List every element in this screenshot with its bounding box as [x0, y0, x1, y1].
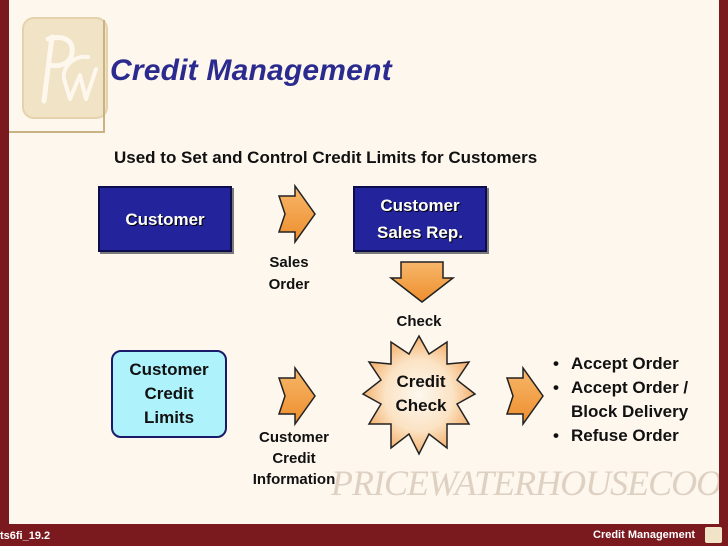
- title-divider: [9, 131, 105, 133]
- pwc-watermark: PRICEWATERHOUSECOOPERS: [331, 463, 719, 503]
- customer-box: Customer: [98, 186, 232, 252]
- bullet-icon: •: [553, 426, 559, 445]
- customer-credit-information-label: Customer Credit Information: [241, 427, 347, 490]
- customer-label: Customer: [125, 209, 205, 229]
- limits-label-line3: Limits: [143, 408, 195, 427]
- credit-check-label: Credit Check: [371, 370, 471, 418]
- slide-title: Credit Management: [110, 54, 392, 87]
- outcomes-list: • Accept Order • Accept Order / Block Deli…: [553, 352, 688, 448]
- customer-credit-limits-box: Customer Credit Limits: [111, 350, 227, 438]
- logo-divider: [103, 20, 105, 133]
- outcome-accept-order-block: • Accept Order /: [553, 376, 688, 400]
- footer-title: Credit Management: [593, 529, 696, 541]
- outcome-text: Accept Order /: [571, 378, 689, 397]
- rep-label-line2: Sales Rep.: [377, 223, 463, 242]
- pwc-logo-small-icon: [705, 527, 722, 543]
- slide-subtitle: Used to Set and Control Credit Limits fo…: [114, 148, 538, 167]
- starburst-icon: [361, 334, 477, 456]
- info-line2: Credit: [272, 450, 316, 467]
- info-line1: Customer: [258, 429, 329, 446]
- bullet-icon: •: [553, 378, 559, 397]
- outcome-text: Block Delivery: [571, 402, 689, 421]
- sales-order-label: Sales Order: [259, 252, 319, 296]
- orange-block-arrow-icon: [277, 183, 316, 245]
- rep-label-line1: Customer: [380, 196, 460, 215]
- sales-order-line2: Order: [268, 276, 310, 293]
- outcome-refuse-order: • Refuse Order: [553, 424, 688, 448]
- orange-block-arrow-icon: [277, 365, 316, 427]
- customer-sales-rep-box: Customer Sales Rep.: [353, 186, 487, 252]
- limits-label-line2: Credit: [144, 384, 194, 403]
- pwc-logo-icon: [22, 17, 108, 119]
- credit-check-line1: Credit: [396, 372, 446, 391]
- credit-check-line2: Check: [395, 396, 447, 415]
- info-line3: Information: [252, 471, 336, 488]
- check-label: Check: [396, 313, 442, 330]
- sales-order-line1: Sales: [269, 254, 309, 271]
- outcome-text: Refuse Order: [571, 426, 679, 445]
- orange-down-arrow-icon: [388, 261, 456, 303]
- slide: Credit Management Used to Set and Contro…: [9, 0, 719, 524]
- orange-block-arrow-icon: [505, 365, 544, 427]
- footer-slide-id: ts6fi_19.2: [0, 530, 51, 542]
- outcome-accept-order: • Accept Order: [553, 352, 688, 376]
- limits-label-line1: Customer: [129, 360, 209, 379]
- outcome-block-delivery: Block Delivery: [553, 400, 688, 424]
- bullet-icon: •: [553, 354, 559, 373]
- outcome-text: Accept Order: [571, 354, 679, 373]
